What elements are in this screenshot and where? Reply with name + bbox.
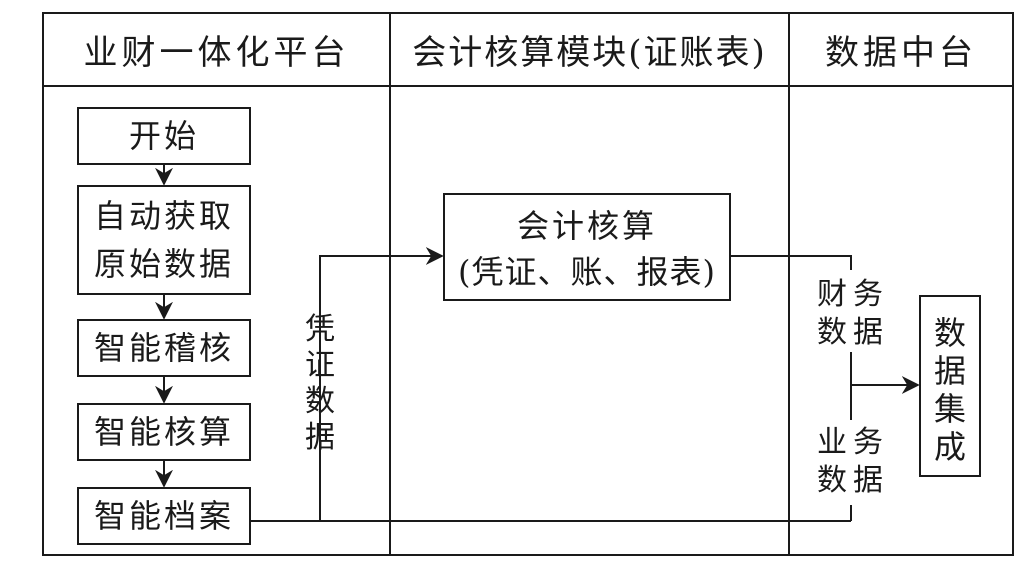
finance-data-line2: 数据 (817, 315, 889, 350)
header-data-center: 数据中台 (825, 33, 977, 73)
get-data-line1: 自动获取 (93, 197, 234, 235)
accounting-module-box (443, 193, 731, 301)
get-data-label: 自动获取 原始数据 (78, 192, 250, 288)
finance-data-connector (730, 255, 852, 270)
business-data-line2: 数据 (817, 463, 889, 498)
integration-label: 数据集成 (933, 314, 966, 466)
accounting-label: 智能核算 (93, 413, 234, 451)
archive-box (77, 487, 251, 545)
accounting-module-subtitle: (凭证、账、报表) (458, 253, 716, 291)
archive-label: 智能档案 (93, 497, 234, 535)
table-frame (42, 12, 1014, 556)
integration-box (919, 295, 981, 477)
voucher-data-label: 凭证数据 (305, 312, 335, 455)
finance-data-label: 财务 数据 (815, 276, 891, 352)
business-data-line1: 业务 (817, 425, 889, 460)
audit-label: 智能稽核 (93, 329, 234, 367)
get-data-line2: 原始数据 (93, 245, 234, 283)
header-accounting-module: 会计核算模块(证账表) (412, 33, 767, 73)
start-label: 开始 (128, 117, 199, 155)
business-data-label: 业务 数据 (815, 424, 891, 500)
header-business-finance-platform: 业财一体化平台 (83, 33, 350, 73)
voucher-data-connector (319, 247, 444, 521)
accounting-module-title: 会计核算 (516, 207, 657, 245)
finance-data-line1: 财务 (817, 277, 889, 312)
